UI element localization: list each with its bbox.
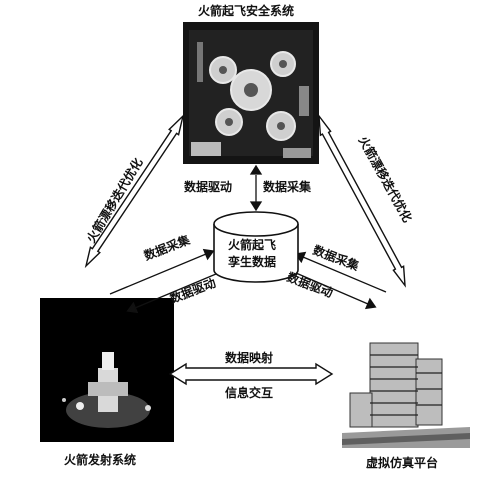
center-node-line2: 孪生数据: [228, 255, 277, 269]
arrow-top-right: [318, 113, 406, 288]
arrow-top-left: [84, 113, 185, 269]
arrow-left-right: [168, 362, 334, 386]
edge-label-info-interaction: 信息交互: [225, 386, 274, 400]
edge-label-data-mapping: 数据映射: [225, 351, 274, 365]
edge-label-data-collect-top: 数据采集: [263, 180, 312, 194]
right-node-image: [342, 323, 470, 448]
left-node-image: [40, 298, 174, 442]
center-node-line1: 火箭起飞: [228, 238, 277, 252]
top-node-image: [183, 22, 319, 164]
right-node-label: 虚拟仿真平台: [366, 456, 439, 470]
top-node-label: 火箭起飞安全系统: [198, 4, 295, 18]
left-node-label: 火箭发射系统: [64, 453, 137, 467]
database-cylinder: [213, 211, 299, 283]
edge-label-data-drive-top: 数据驱动: [184, 180, 233, 194]
